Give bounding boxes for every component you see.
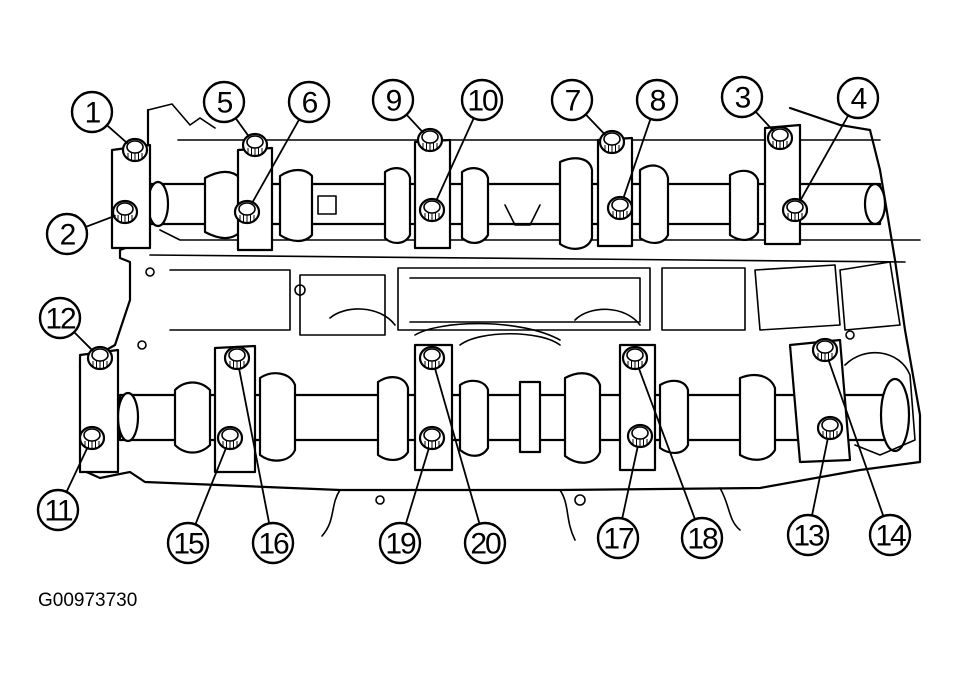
leader-lines xyxy=(65,111,885,525)
callout-number: 10 xyxy=(467,85,498,118)
bolt-head xyxy=(121,137,149,163)
bolt-head xyxy=(621,345,649,371)
callout-number: 1 xyxy=(85,97,101,130)
bolt-head xyxy=(418,425,446,451)
callout-19: 19 xyxy=(378,521,422,565)
leader-line xyxy=(754,111,774,132)
bolt-head xyxy=(86,345,114,371)
callout-4: 4 xyxy=(836,76,880,120)
callout-number: 13 xyxy=(793,520,824,553)
callout-1: 1 xyxy=(70,90,114,134)
callout-11: 11 xyxy=(36,488,80,532)
callout-5: 5 xyxy=(202,80,246,124)
callout-number: 5 xyxy=(217,87,233,120)
callout-number: 2 xyxy=(60,219,76,252)
leader-line xyxy=(622,118,652,199)
bolt-head xyxy=(816,415,844,441)
leader-line xyxy=(238,367,271,524)
bolt-head xyxy=(223,345,251,371)
bolt-head xyxy=(418,197,446,223)
leader-line xyxy=(85,214,116,228)
callout-number: 17 xyxy=(603,523,634,556)
bolt-head xyxy=(811,337,839,363)
bolt-head xyxy=(781,197,809,223)
callout-number: 19 xyxy=(385,528,416,561)
lower-camshaft xyxy=(116,351,916,464)
callout-number: 3 xyxy=(735,82,751,115)
bolt-head xyxy=(598,129,626,155)
callout-8: 8 xyxy=(635,78,679,122)
leader-line xyxy=(811,437,829,516)
leader-line xyxy=(827,359,885,517)
leader-line xyxy=(637,367,696,520)
bolt-head xyxy=(111,199,139,225)
leader-line xyxy=(435,117,475,202)
callout-number: 6 xyxy=(302,87,318,120)
callout-number: 4 xyxy=(851,83,867,116)
cylinder-head-outline xyxy=(78,103,922,541)
bolt-head xyxy=(766,125,794,151)
callout-17: 17 xyxy=(596,516,640,560)
leader-line xyxy=(106,124,129,145)
bolt-head xyxy=(416,127,444,153)
bolt-heads xyxy=(78,125,844,451)
callout-10: 10 xyxy=(460,78,504,122)
callout-9: 9 xyxy=(371,78,415,122)
leader-line xyxy=(65,446,89,493)
leader-line xyxy=(585,113,606,136)
callout-20: 20 xyxy=(463,521,507,565)
leader-line xyxy=(405,114,424,134)
leader-line xyxy=(433,367,481,525)
callout-12: 12 xyxy=(38,296,82,340)
callout-14: 14 xyxy=(868,513,912,557)
callout-number: 18 xyxy=(687,523,718,556)
callout-3: 3 xyxy=(720,75,764,119)
callout-number: 8 xyxy=(650,85,666,118)
bolt-head xyxy=(418,345,446,371)
callout-2: 2 xyxy=(45,212,89,256)
callout-number: 11 xyxy=(44,495,72,528)
callout-number: 12 xyxy=(45,303,76,336)
callout-6: 6 xyxy=(287,80,331,124)
callout-number: 9 xyxy=(386,85,402,118)
bolt-head xyxy=(606,195,634,221)
leader-line xyxy=(621,445,639,519)
leader-line xyxy=(404,447,430,525)
callout-15: 15 xyxy=(166,521,210,565)
bolt-head xyxy=(233,199,261,225)
figure-code: G00973730 xyxy=(38,590,138,611)
bolt-head xyxy=(216,425,244,451)
callout-number: 14 xyxy=(875,520,906,553)
callout-number: 16 xyxy=(258,528,289,561)
callout-7: 7 xyxy=(550,78,594,122)
leader-line xyxy=(234,117,250,138)
callout-number: 20 xyxy=(470,528,501,561)
callout-16: 16 xyxy=(251,521,295,565)
callout-number: 7 xyxy=(565,85,581,118)
callout-number: 15 xyxy=(173,528,204,561)
callout-18: 18 xyxy=(680,516,724,560)
upper-camshaft xyxy=(146,157,887,250)
leader-line xyxy=(73,331,94,352)
bolt-head xyxy=(241,132,269,158)
leader-line xyxy=(194,446,228,525)
callout-13: 13 xyxy=(786,513,830,557)
bolt-head xyxy=(626,423,654,449)
bolt-head xyxy=(78,425,106,451)
leader-line xyxy=(799,114,849,202)
leader-line xyxy=(251,118,300,204)
